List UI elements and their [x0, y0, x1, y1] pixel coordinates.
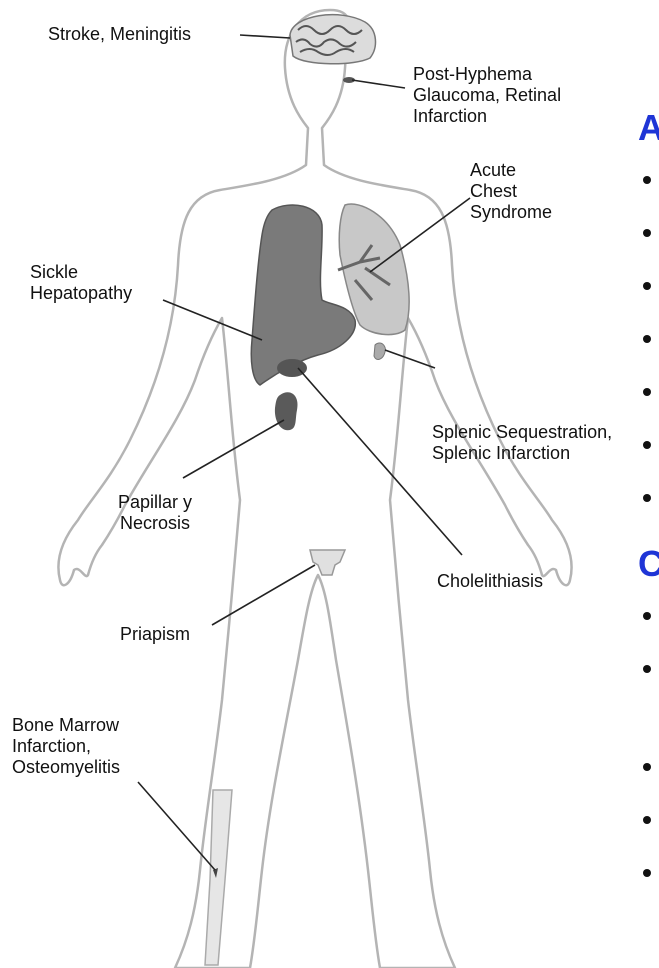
- label-line: Bone Marrow: [12, 715, 120, 736]
- slide-heading-a: A: [638, 107, 659, 148]
- slide-heading-c: C: [638, 543, 659, 584]
- label-line: Chest: [470, 181, 552, 202]
- brain: [290, 15, 375, 64]
- label-line: Post-Hyphema: [413, 64, 561, 85]
- label-line: Splenic Sequestration,: [432, 422, 612, 443]
- label-line: Hepatopathy: [30, 283, 132, 304]
- label-cholelithiasis: Cholelithiasis: [437, 571, 543, 592]
- label-papillary-necrosis: Papillar y Necrosis: [118, 492, 192, 534]
- label-line: Osteomyelitis: [12, 757, 120, 778]
- label-splenic: Splenic Sequestration, Splenic Infarctio…: [432, 422, 612, 464]
- label-line: Glaucoma, Retinal: [413, 85, 561, 106]
- label-line: Stroke, Meningitis: [48, 24, 191, 45]
- label-bone-marrow: Bone Marrow Infarction, Osteomyelitis: [12, 715, 120, 778]
- label-line: Infarction: [413, 106, 561, 127]
- label-acute-chest-syndrome: Acute Chest Syndrome: [470, 160, 552, 223]
- label-eye-conditions: Post-Hyphema Glaucoma, Retinal Infarctio…: [413, 64, 561, 127]
- label-priapism: Priapism: [120, 624, 190, 645]
- label-line: Papillar y: [118, 492, 192, 513]
- label-line: Infarction,: [12, 736, 120, 757]
- label-line: Splenic Infarction: [432, 443, 612, 464]
- label-line: Priapism: [120, 624, 190, 645]
- label-line: Sickle: [30, 262, 132, 283]
- label-line: Necrosis: [118, 513, 192, 534]
- slide-bullets: [643, 176, 651, 877]
- label-line: Cholelithiasis: [437, 571, 543, 592]
- label-line: Acute: [470, 160, 552, 181]
- label-line: Syndrome: [470, 202, 552, 223]
- body-outline: [58, 10, 571, 968]
- label-stroke-meningitis: Stroke, Meningitis: [48, 24, 191, 45]
- label-sickle-hepatopathy: Sickle Hepatopathy: [30, 262, 132, 304]
